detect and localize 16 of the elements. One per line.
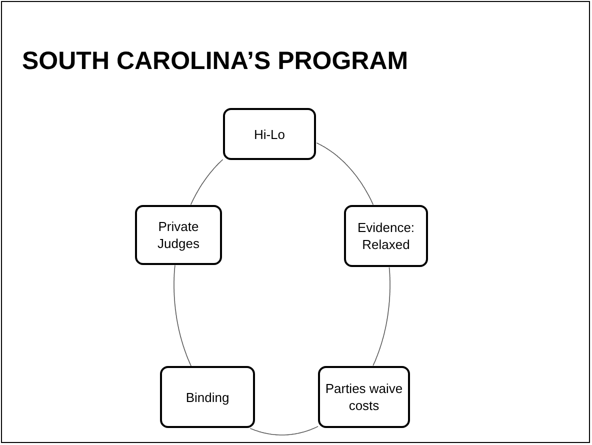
process-box: [135, 205, 222, 265]
box-label: Evidence: Relaxed: [356, 219, 416, 253]
slide-title: SOUTH CAROLINA’S PROGRAM: [22, 46, 408, 77]
process-box: [344, 205, 428, 267]
connector-arc: [190, 159, 224, 206]
connector-arc: [372, 267, 390, 366]
box-label: Parties waive costs: [324, 380, 404, 414]
box-label: Private Judges: [156, 218, 200, 252]
box-label: Binding: [186, 388, 230, 406]
connector-arc: [250, 426, 318, 436]
process-box: [318, 366, 410, 428]
connector-arc: [316, 142, 374, 206]
box-label: Hi-Lo: [254, 126, 286, 142]
process-box: [160, 366, 255, 428]
connector-arc: [174, 264, 192, 366]
process-box: [223, 108, 316, 160]
